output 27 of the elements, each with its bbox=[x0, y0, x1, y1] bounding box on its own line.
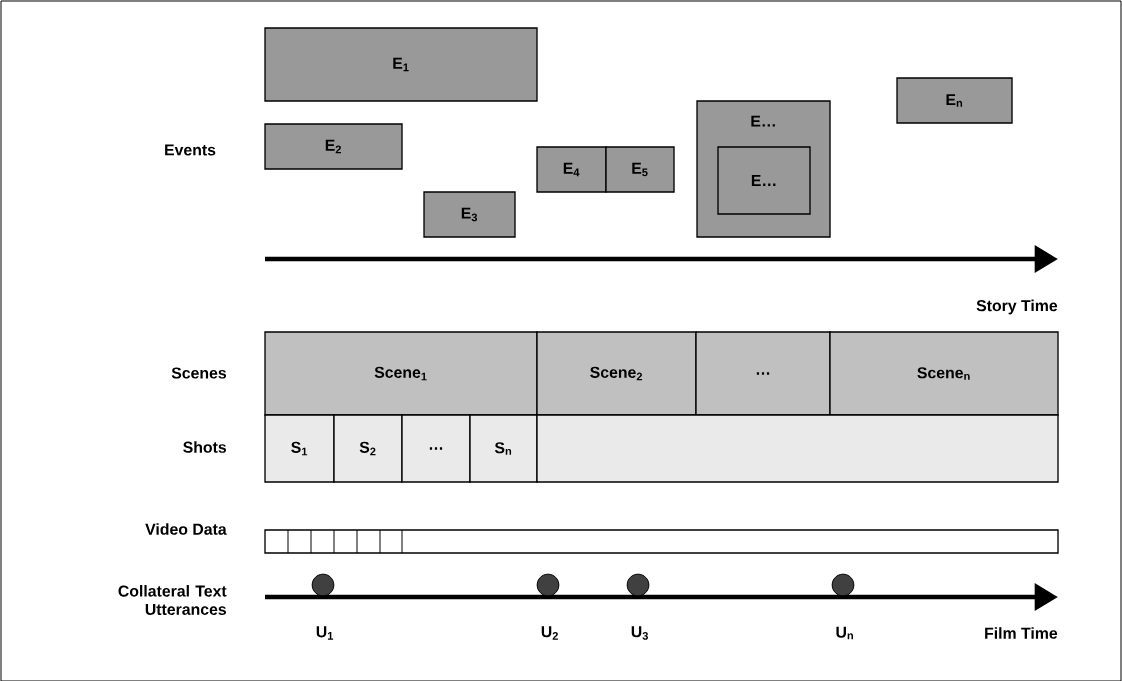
utterance-label: U$_{n}$ bbox=[836, 626, 853, 640]
event-box: E$_{2}$ bbox=[264, 123, 403, 170]
row-label: Video Data bbox=[145, 523, 227, 535]
row-label: Scenes bbox=[171, 367, 226, 379]
shot-cell: … bbox=[401, 414, 471, 483]
scene-cell: … bbox=[695, 331, 831, 416]
scene-cell: Scene$_{n}$ bbox=[829, 331, 1059, 416]
event-box: E$_{1}$ bbox=[264, 27, 538, 102]
shot-cell: S$_{2}$ bbox=[333, 414, 403, 483]
event-box: E$_{3}$ bbox=[423, 191, 516, 238]
shot-cell: S$_{n}$ bbox=[469, 414, 538, 483]
video-data-strip bbox=[264, 529, 1059, 554]
row-label: Events bbox=[165, 144, 216, 156]
axis-label: Film Time bbox=[985, 627, 1058, 639]
event-box: E$_{4}$ bbox=[536, 146, 607, 193]
shot-cell: S$_{1}$ bbox=[264, 414, 335, 483]
row-label: Collateral Text Utterances bbox=[118, 585, 227, 615]
axis-label: Story Time bbox=[976, 299, 1058, 315]
utterance-label: U$_{3}$ bbox=[631, 626, 648, 640]
scene-cell: Scene$_{1}$ bbox=[264, 331, 538, 416]
event-box: E$_{5}$ bbox=[605, 146, 675, 193]
utterance-label: U$_{2}$ bbox=[541, 626, 558, 640]
row-label: Shots bbox=[183, 441, 227, 453]
event-box: E… bbox=[717, 146, 811, 215]
utterance-label: U$_{1}$ bbox=[316, 626, 334, 640]
event-box: E$_{n}$ bbox=[896, 77, 1013, 124]
scene-cell: Scene$_{2}$ bbox=[536, 331, 697, 416]
